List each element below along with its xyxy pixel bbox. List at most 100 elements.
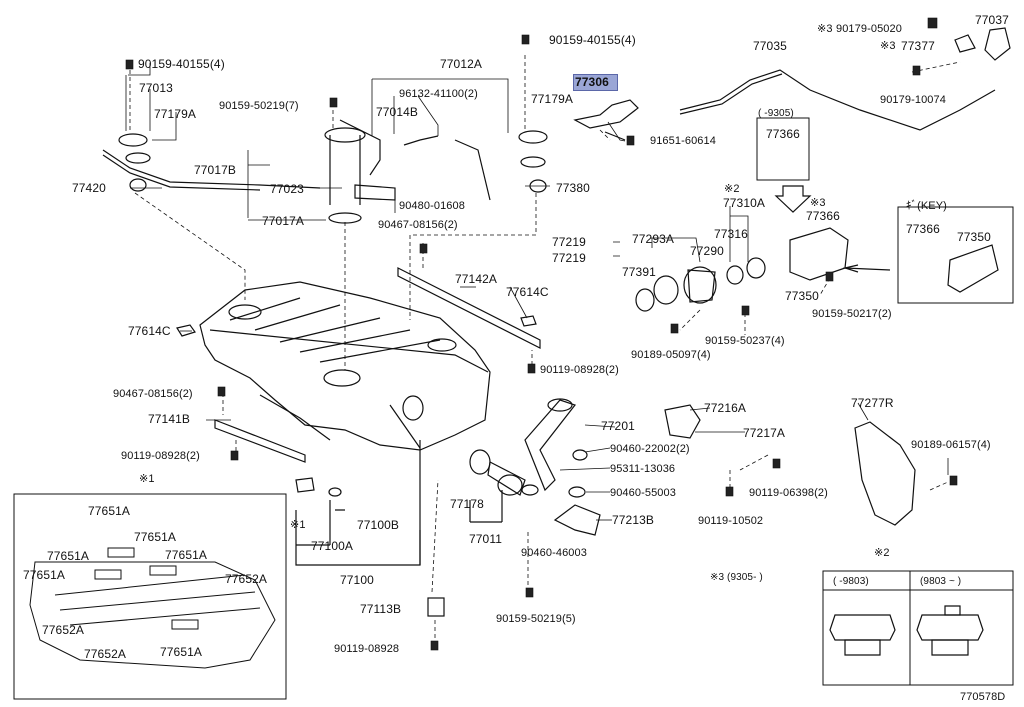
part-label-77420[interactable]: 77420 — [72, 181, 106, 195]
part-label-77306[interactable]: 77306 — [575, 75, 609, 89]
part-label-77100[interactable]: 77100 — [340, 573, 374, 587]
part-label-77651A-2[interactable]: 77651A — [134, 530, 176, 544]
part-label-90119-08928-2-right[interactable]: 90119-08928(2) — [540, 364, 619, 376]
part-label-77652A-3[interactable]: 77652A — [84, 647, 126, 661]
part-label-95311-13036[interactable]: 95311-13036 — [610, 463, 676, 475]
part-label-90480-01608[interactable]: 90480-01608 — [399, 200, 465, 212]
bolt-icon — [825, 271, 834, 282]
part-label-77216A[interactable]: 77216A — [704, 401, 746, 415]
part-label-90159-50217[interactable]: 90159-50217(2) — [812, 308, 892, 320]
part-label-77012A[interactable]: 77012A — [440, 57, 482, 71]
part-label-77316[interactable]: 77316 — [714, 227, 748, 241]
fuel-tank-outline — [199, 281, 491, 451]
part-label-90467-08156-b[interactable]: 90467-08156(2) — [113, 388, 193, 400]
opener-cable — [679, 69, 996, 131]
bolt-icon — [772, 458, 781, 469]
part-label-77219-a[interactable]: 77219 — [552, 235, 586, 249]
part-label-77614C-right[interactable]: 77614C — [506, 285, 549, 299]
note-3-b: ※3 — [880, 40, 896, 52]
part-label-77652A-2[interactable]: 77652A — [42, 623, 84, 637]
part-label-77141B[interactable]: 77141B — [148, 412, 190, 426]
key-label: ｷﾞ(KEY) — [906, 200, 947, 212]
part-label-90189-06157[interactable]: 90189-06157(4) — [911, 439, 991, 451]
part-label-77380[interactable]: 77380 — [556, 181, 590, 195]
part-label-77652A-1[interactable]: 77652A — [225, 572, 267, 586]
part-label-77350[interactable]: 77350 — [785, 289, 819, 303]
part-label-77011[interactable]: 77011 — [469, 532, 502, 546]
part-label-90119-08928-2-left[interactable]: 90119-08928(2) — [121, 450, 200, 462]
part-label-77651A-4[interactable]: 77651A — [165, 548, 207, 562]
range-9305: ( -9305) — [758, 108, 794, 119]
part-label-77142A[interactable]: 77142A — [455, 272, 497, 286]
part-label-90119-06398[interactable]: 90119-06398(2) — [749, 487, 828, 499]
part-label-90159-50237[interactable]: 90159-50237(4) — [705, 335, 785, 347]
part-label-90119-08928[interactable]: 90119-08928 — [334, 643, 400, 655]
part-label-90189-05097[interactable]: 90189-05097(4) — [631, 349, 711, 361]
part-label-90159-40155-b[interactable]: 90159-40155(4) — [549, 33, 636, 47]
part-label-77651A-6[interactable]: 77651A — [160, 645, 202, 659]
part-label-77179A-right[interactable]: 77179A — [531, 92, 573, 106]
part-label-77366-box[interactable]: 77366 — [766, 127, 800, 141]
part-label-77023[interactable]: 77023 — [270, 182, 304, 196]
range-9803-after: (9803 ~ ) — [920, 576, 962, 587]
part-label-77035[interactable]: 77035 — [753, 39, 787, 53]
highlight-box — [573, 74, 618, 91]
part-label-77614C-left[interactable]: 77614C — [128, 324, 171, 338]
part-label-77310A[interactable]: 77310A — [723, 196, 765, 210]
bolt-icon — [912, 65, 921, 76]
part-label-90460-22002[interactable]: 90460-22002(2) — [610, 443, 690, 455]
part-label-77100B[interactable]: 77100B — [357, 518, 399, 532]
bolt-icon — [949, 475, 958, 486]
bolt-icon — [741, 305, 750, 316]
note-3-range: ※3 (9305- ) — [710, 572, 763, 583]
part-label-77017B[interactable]: 77017B — [194, 163, 236, 177]
part-label-77219-b[interactable]: 77219 — [552, 251, 586, 265]
part-label-77651A-5[interactable]: 77651A — [23, 568, 65, 582]
part-label-77217A[interactable]: 77217A — [743, 426, 785, 440]
part-label-77391[interactable]: 77391 — [622, 265, 656, 279]
part-label-77293A[interactable]: 77293A — [632, 232, 674, 246]
part-label-77277R[interactable]: 77277R — [851, 396, 894, 410]
bolt-icon — [125, 59, 134, 70]
part-label-77290[interactable]: 77290 — [690, 244, 724, 258]
part-label-90159-50219-5[interactable]: 90159-50219(5) — [496, 613, 576, 625]
bolt-icon — [217, 386, 226, 397]
part-label-77013[interactable]: 77013 — [139, 81, 173, 95]
part-label-77037[interactable]: 77037 — [975, 13, 1009, 27]
part-label-77100A[interactable]: 77100A — [311, 539, 353, 553]
part-label-90460-46003[interactable]: 90460-46003 — [521, 547, 587, 559]
note-2-a: ※2 — [724, 183, 740, 195]
part-label-91651-60614[interactable]: 91651-60614 — [650, 135, 716, 147]
diagram-code: 770578D — [960, 691, 1006, 703]
part-label-77366[interactable]: 77366 — [806, 209, 840, 223]
part-label-90159-50219-7[interactable]: 90159-50219(7) — [219, 100, 299, 112]
part-label-90159-40155-a[interactable]: 90159-40155(4) — [138, 57, 225, 71]
part-label-77350-key[interactable]: 77350 — [957, 230, 991, 244]
bolt-icon — [725, 486, 734, 497]
part-label-77366-key[interactable]: 77366 — [906, 222, 940, 236]
part-label-90119-10502[interactable]: 90119-10502 — [698, 515, 764, 527]
part-label-77651A-1[interactable]: 77651A — [88, 504, 130, 518]
part-label-77014B[interactable]: 77014B — [376, 105, 418, 119]
part-label-77377[interactable]: 77377 — [901, 39, 935, 53]
part-label-90179-10074[interactable]: 90179-10074 — [880, 94, 946, 106]
part-label-77213B[interactable]: 77213B — [612, 513, 654, 527]
part-label-77651A-3[interactable]: 77651A — [47, 549, 89, 563]
bolt-icon — [329, 97, 338, 108]
part-label-96132-41100[interactable]: 96132-41100(2) — [399, 88, 478, 100]
part-label-90179-05020[interactable]: 90179-05020 — [836, 23, 902, 35]
part-label-90460-55003[interactable]: 90460-55003 — [610, 487, 676, 499]
part-label-77017A[interactable]: 77017A — [262, 214, 304, 228]
bolt-icon — [927, 17, 938, 29]
note-1-b: ※1 — [290, 519, 306, 531]
note2-cap-box — [822, 570, 1014, 686]
part-label-77178[interactable]: 77178 — [450, 497, 484, 511]
note-2-b: ※2 — [874, 547, 890, 559]
part-label-77179A-left[interactable]: 77179A — [154, 107, 196, 121]
part-label-90467-08156-a[interactable]: 90467-08156(2) — [378, 219, 458, 231]
part-label-77113B[interactable]: 77113B — [360, 602, 402, 616]
fuel-door — [789, 227, 849, 281]
part-label-77201[interactable]: 77201 — [601, 419, 635, 433]
